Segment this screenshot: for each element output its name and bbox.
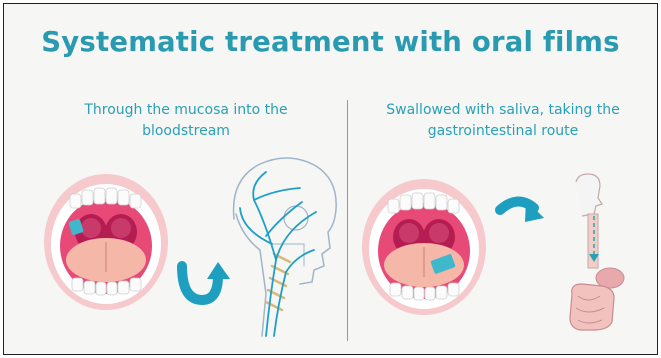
curved-right-arrow-icon (500, 200, 544, 222)
infographic-frame: Systematic treatment with oral films Thr… (3, 3, 658, 355)
open-mouth-with-film-icon (362, 179, 486, 315)
digestive-tract-icon (570, 174, 624, 330)
illustrations (4, 4, 657, 354)
head-vessels-icon (234, 158, 337, 336)
curved-up-arrow-icon (182, 262, 230, 300)
open-mouth-with-film-icon (44, 174, 168, 310)
